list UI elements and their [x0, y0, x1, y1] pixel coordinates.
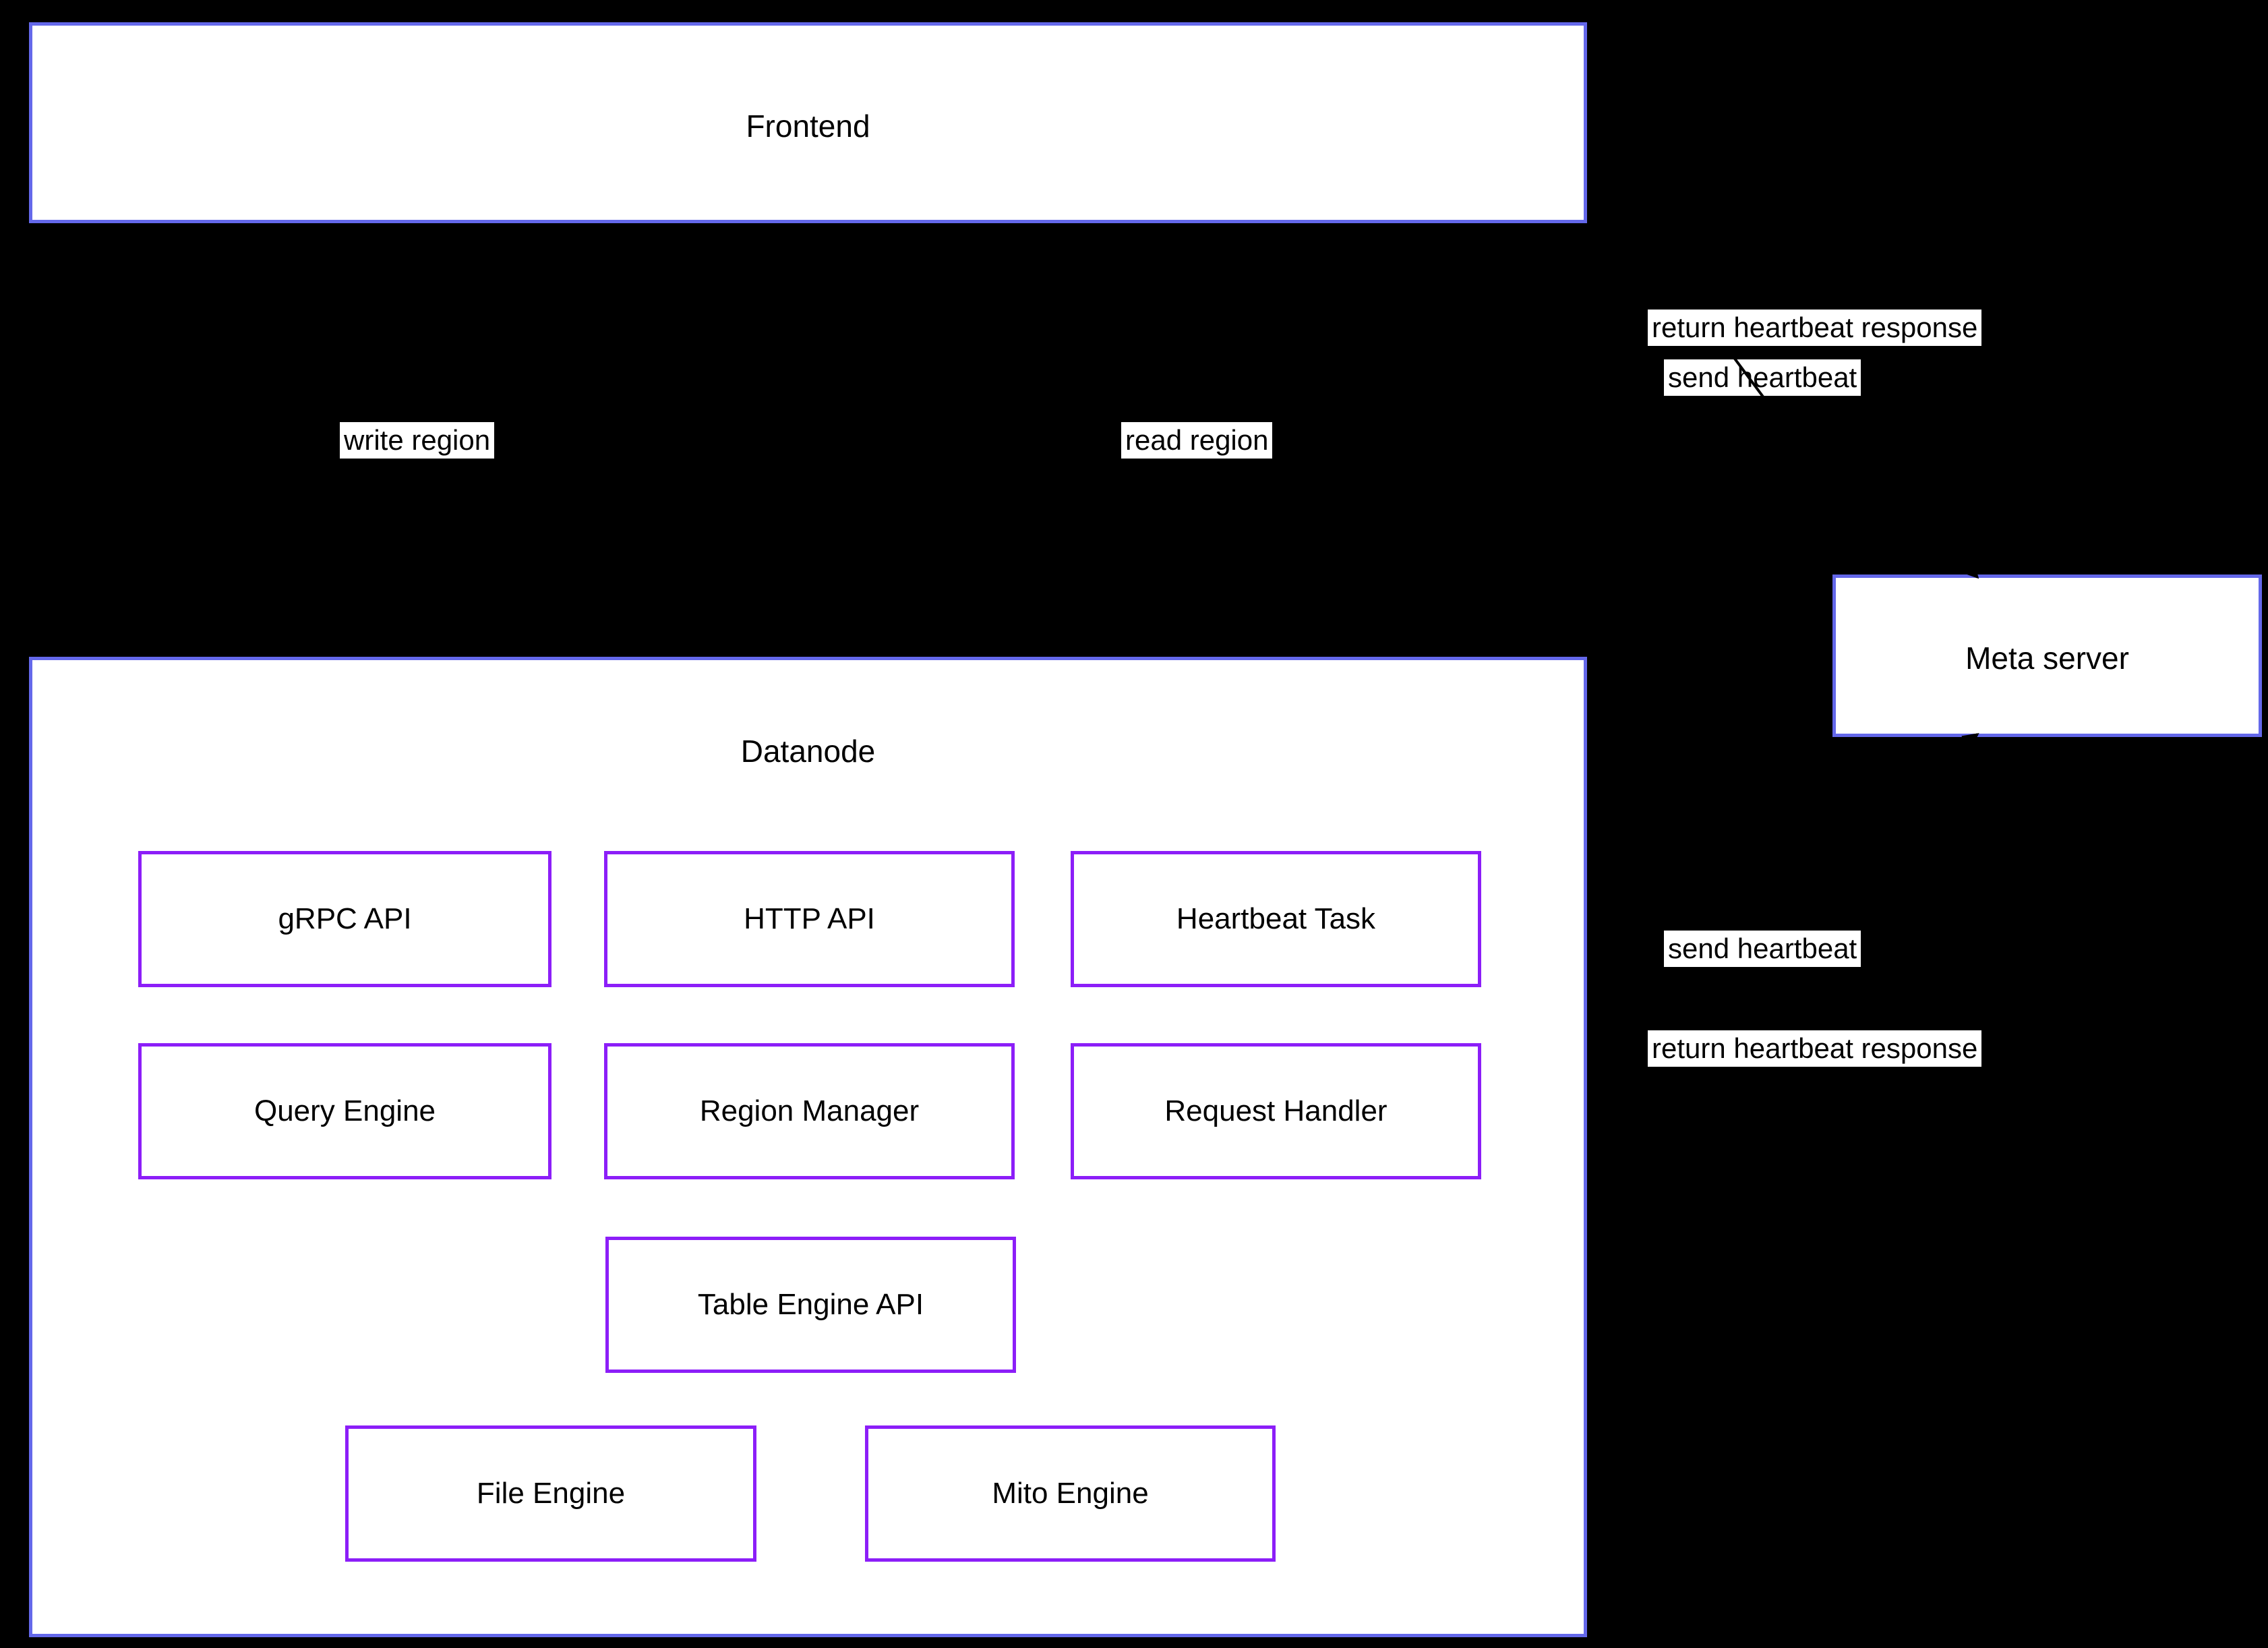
component-query-engine: Query Engine [138, 1043, 551, 1179]
component-heartbeat-task: Heartbeat Task [1071, 851, 1481, 987]
datanode-send-heartbeat-arrow [1591, 733, 1979, 1013]
component-grpc-api: gRPC API [138, 851, 551, 987]
component-region-manager: Region Manager [604, 1043, 1015, 1179]
component-file-engine: File Engine [345, 1425, 756, 1562]
datanode-return-heartbeat-label: return heartbeat response [1648, 1030, 1982, 1067]
frontend-box: Frontend [29, 22, 1587, 223]
frontend-return-heartbeat-label: return heartbeat response [1648, 310, 1982, 346]
component-request-handler: Request Handler [1071, 1043, 1481, 1179]
datanode-box: Datanode gRPC API HTTP API Heartbeat Tas… [29, 657, 1587, 1637]
datanode-send-heartbeat-label: send heartbeat [1664, 931, 1861, 967]
component-mito-engine: Mito Engine [865, 1425, 1276, 1562]
read-region-label: read region [1121, 422, 1273, 459]
write-region-label: write region [340, 422, 495, 459]
frontend-send-heartbeat-label: send heartbeat [1664, 359, 1861, 396]
datanode-title: Datanode [740, 734, 876, 769]
frontend-title: Frontend [746, 109, 870, 144]
component-table-engine-api: Table Engine API [605, 1237, 1016, 1373]
meta-server-box: Meta server [1832, 575, 2262, 737]
component-http-api: HTTP API [604, 851, 1015, 987]
meta-server-title: Meta server [1965, 641, 2129, 676]
